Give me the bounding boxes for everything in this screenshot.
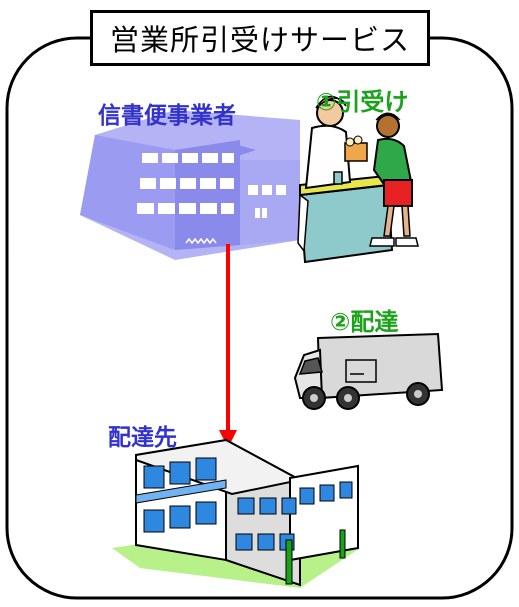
counter-clerk-icon <box>297 95 419 264</box>
label-step1-acceptance: ①引受け <box>316 88 409 116</box>
label-destination: 配達先 <box>108 425 177 451</box>
office-building-icon <box>80 110 300 260</box>
label-step2-delivery: ②配達 <box>330 308 399 336</box>
destination-building-icon <box>112 438 360 588</box>
label-company: 信書便事業者 <box>98 103 236 129</box>
diagram-title: 営業所引受けサービス <box>90 10 430 66</box>
delivery-truck-icon <box>293 332 444 410</box>
delivery-arrow <box>219 244 237 448</box>
